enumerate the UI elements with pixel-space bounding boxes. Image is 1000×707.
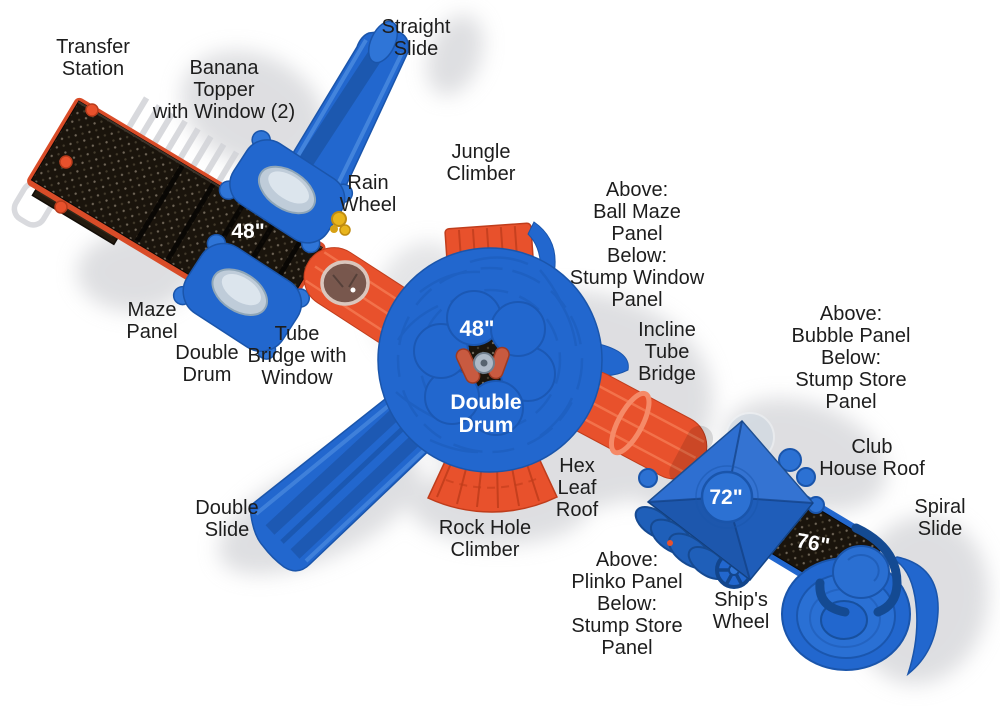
label-banana-topper: Banana Topper with Window (2) <box>152 57 296 123</box>
label-club-house-roof: Club House Roof <box>819 436 925 480</box>
label-bubble-stump-store: Above: Bubble Panel Below: Stump Store P… <box>791 303 911 413</box>
rain-wheel-shape <box>330 211 351 236</box>
banana-topper-lower-pod <box>172 233 311 360</box>
panel-clamp <box>667 540 673 546</box>
club-house-roof-shape <box>646 419 814 582</box>
tube-bridge-window <box>320 260 370 306</box>
measurement-roof-feature: Double Drum <box>450 391 522 437</box>
ladder-shadow <box>124 96 253 194</box>
label-double-drum-left: Double Drum <box>175 342 239 386</box>
label-tube-bridge-with-window: Tube Bridge with Window <box>247 323 347 389</box>
label-jungle-climber: Jungle Climber <box>446 141 516 185</box>
label-double-slide: Double Slide <box>195 497 259 541</box>
label-plinko-stump-store: Above: Plinko Panel Below: Stump Store P… <box>571 549 683 659</box>
double-drum-center <box>455 346 510 384</box>
label-maze-panel: Maze Panel <box>126 299 178 343</box>
label-straight-slide: Straight Slide <box>381 16 451 60</box>
spiral-slide-shape <box>781 523 939 677</box>
label-rock-hole-climber: Rock Hole Climber <box>438 517 532 561</box>
label-spiral-slide: Spiral Slide <box>914 496 966 540</box>
slide-entry <box>832 545 890 599</box>
label-ships-wheel: Ship's Wheel <box>712 589 770 633</box>
banana-topper-upper-pod <box>218 130 354 254</box>
measurement-roof-height: 48" <box>459 316 495 341</box>
measurement-clubhouse-height: 72" <box>709 486 743 509</box>
straight-slide-shape <box>282 20 410 191</box>
hex-leaf-roof-shape <box>377 247 603 473</box>
label-ball-maze-stump-window: Above: Ball Maze Panel Below: Stump Wind… <box>569 179 705 311</box>
double-slide-shape <box>249 390 440 572</box>
label-incline-tube-bridge: Incline Tube Bridge <box>638 319 696 385</box>
label-rain-wheel: Rain Wheel <box>339 172 397 216</box>
measurement-ramp-height: 48" <box>231 220 265 243</box>
label-transfer-station: Transfer Station <box>56 36 130 80</box>
label-hex-leaf-roof: Hex Leaf Roof <box>555 455 599 521</box>
